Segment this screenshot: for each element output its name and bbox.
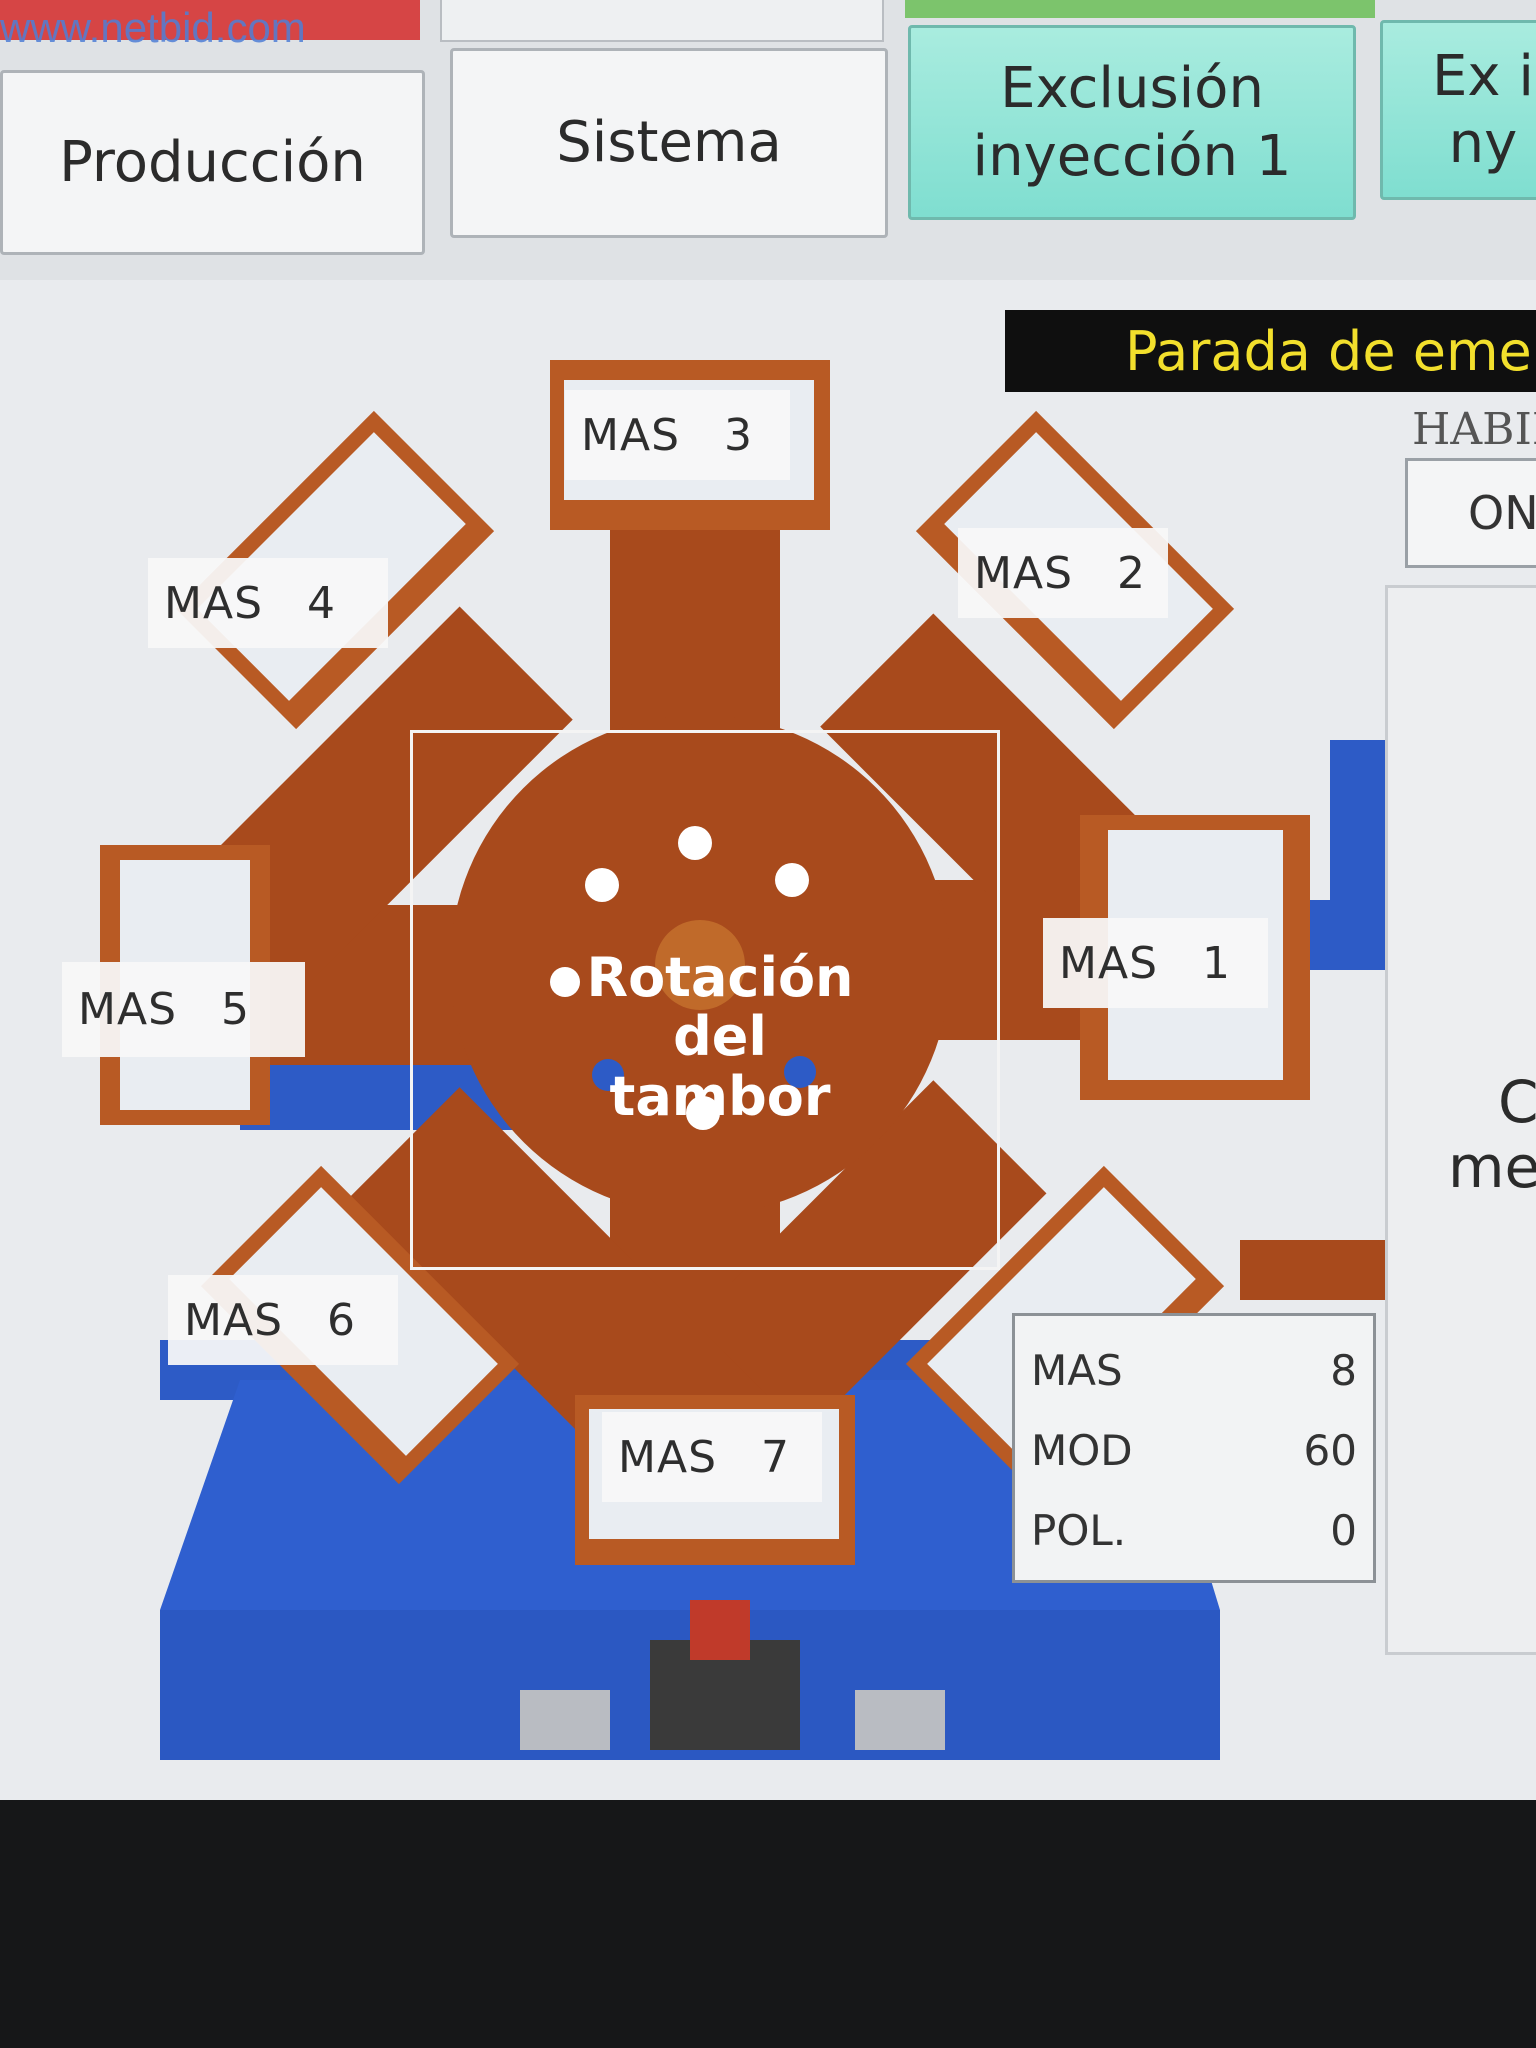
station-number: 2 <box>1117 547 1146 599</box>
station-prefix: MAS <box>164 577 263 629</box>
right-panel-text-2: me <box>1448 1133 1536 1201</box>
info-value: 60 <box>1303 1426 1357 1475</box>
tab-exclusion-inyeccion-2[interactable]: Ex iny <box>1380 20 1536 200</box>
station-label-6[interactable]: MAS 6 <box>168 1275 398 1365</box>
right-panel-text-1: C <box>1498 1068 1536 1136</box>
watermark: www.netbid.com <box>0 4 306 51</box>
station-label-4[interactable]: MAS 4 <box>148 558 388 648</box>
station-label-3[interactable]: MAS 3 <box>565 390 790 480</box>
station-label-2[interactable]: MAS 2 <box>958 528 1168 618</box>
station-prefix: MAS <box>78 984 177 1035</box>
station-prefix: MAS <box>581 409 680 461</box>
hmi-screen: www.netbid.com Producción Sistema Exclus… <box>0 0 1536 1800</box>
station-prefix: MAS <box>618 1431 717 1483</box>
top-bar: www.netbid.com Producción Sistema Exclus… <box>0 0 1536 280</box>
tab-sistema-label: Sistema <box>556 110 782 176</box>
info-value: 0 <box>1330 1506 1357 1555</box>
info-label: POL. <box>1031 1506 1127 1555</box>
info-value: 8 <box>1330 1346 1357 1395</box>
top-strip <box>440 0 884 42</box>
tab-produccion[interactable]: Producción <box>0 70 425 255</box>
alarm-strip <box>0 0 420 40</box>
habil-label: HABIL <box>1412 404 1536 455</box>
monitor-bezel <box>0 1800 1536 2048</box>
info-row-pol: POL. 0 <box>1031 1506 1357 1555</box>
status-strip <box>905 0 1375 18</box>
emergency-stop-banner: Parada de emer <box>1005 310 1536 392</box>
station-number: 6 <box>327 1294 356 1346</box>
station-number: 5 <box>221 984 250 1035</box>
station-number: 4 <box>307 577 336 629</box>
rotate-label-line1: Rotación <box>586 946 854 1009</box>
on-button-label: ON <box>1468 486 1536 540</box>
tab-produccion-label: Producción <box>59 129 366 195</box>
station-label-5[interactable]: MAS 5 <box>62 962 305 1057</box>
drum-holes-blue <box>592 1056 816 1091</box>
info-row-mas: MAS 8 <box>1031 1346 1357 1395</box>
on-button[interactable]: ON <box>1405 458 1536 568</box>
info-label: MAS <box>1031 1346 1123 1395</box>
tab-exclusion-2-label: Ex iny <box>1432 43 1534 176</box>
drum-hub <box>655 920 745 1010</box>
station-prefix: MAS <box>1059 937 1158 989</box>
rotate-drum-button[interactable] <box>410 730 1000 1270</box>
station-prefix: MAS <box>184 1294 283 1346</box>
drum-holes <box>550 826 809 1130</box>
info-row-mod: MOD 60 <box>1031 1426 1357 1475</box>
station-label-1[interactable]: MAS 1 <box>1043 918 1268 1008</box>
rotate-label-line2: del tambor <box>609 1005 831 1128</box>
emergency-text: Parada de emer <box>1125 319 1536 383</box>
rotate-drum-label: Rotación del tambor <box>555 948 885 1126</box>
station-number: 1 <box>1202 937 1231 989</box>
tab-exclusion-label: Exclusión inyección 1 <box>972 56 1292 189</box>
info-label: MOD <box>1031 1426 1133 1475</box>
tab-exclusion-inyeccion-1[interactable]: Exclusión inyección 1 <box>908 25 1356 220</box>
station-number: 7 <box>761 1431 790 1483</box>
right-side-panel: C me <box>1385 585 1536 1655</box>
drum-diagram <box>100 360 1536 1760</box>
station-number: 3 <box>724 409 753 461</box>
station-label-7[interactable]: MAS 7 <box>602 1412 822 1502</box>
tab-sistema[interactable]: Sistema <box>450 48 888 238</box>
station-prefix: MAS <box>974 547 1073 599</box>
station-info-panel: MAS 8 MOD 60 POL. 0 <box>1012 1313 1376 1583</box>
